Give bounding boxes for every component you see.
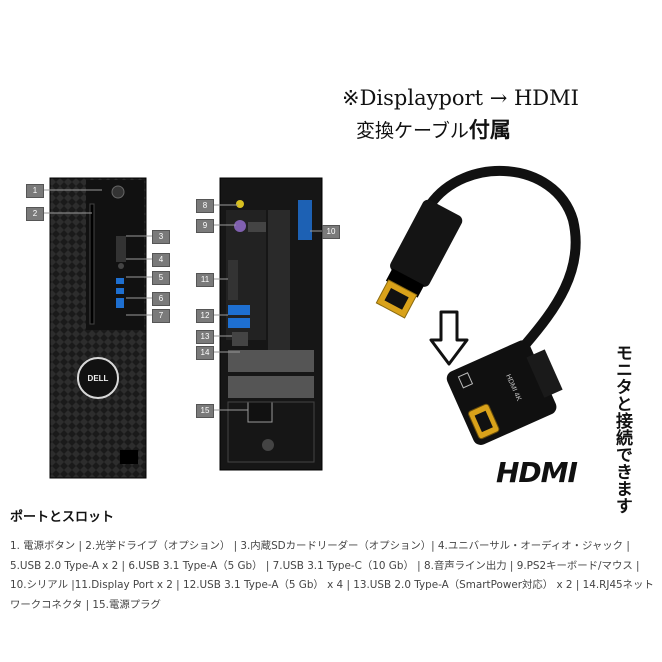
computer-front: DELL — [49, 177, 147, 479]
header-subtitle-bold: 付属 — [468, 118, 511, 142]
callout-14: 14 — [196, 346, 214, 360]
callout-1: 1 — [26, 184, 44, 198]
callout-5: 5 — [152, 271, 170, 285]
callout-13: 13 — [196, 330, 214, 344]
down-arrow-icon — [429, 310, 469, 366]
callout-11: 11 — [196, 273, 214, 287]
callout-9: 9 — [196, 219, 214, 233]
callout-8: 8 — [196, 199, 214, 213]
callout-6: 6 — [152, 292, 170, 306]
connect-monitor-text: モニタと接続できます — [612, 344, 632, 514]
callout-10: 10 — [322, 225, 340, 239]
svg-text:DELL: DELL — [88, 374, 109, 383]
header-subtitle-text: 変換ケーブル — [356, 120, 469, 142]
header-title: ※Displayport → HDMI — [342, 86, 579, 110]
adapter-cable-image: HDMI 4K — [375, 165, 581, 445]
section-title: ポートとスロット — [10, 510, 115, 525]
computer-rear — [219, 177, 323, 471]
hdmi-connector: HDMI 4K — [446, 340, 563, 445]
callout-3: 3 — [152, 230, 170, 244]
section-description: 1. 電源ボタン | 2.光学ドライブ（オプション） | 3.内蔵SDカードリー… — [10, 540, 654, 611]
callout-7: 7 — [152, 309, 170, 323]
displayport-connector — [375, 199, 463, 319]
callout-2: 2 — [26, 207, 44, 221]
computer-image: DELL — [44, 177, 323, 479]
callout-15: 15 — [196, 404, 214, 418]
callout-4: 4 — [152, 253, 170, 267]
hdmi-logo: HDMI — [496, 456, 578, 489]
callout-12: 12 — [196, 309, 214, 323]
header-subtitle: 変換ケーブル付属 — [356, 114, 511, 144]
